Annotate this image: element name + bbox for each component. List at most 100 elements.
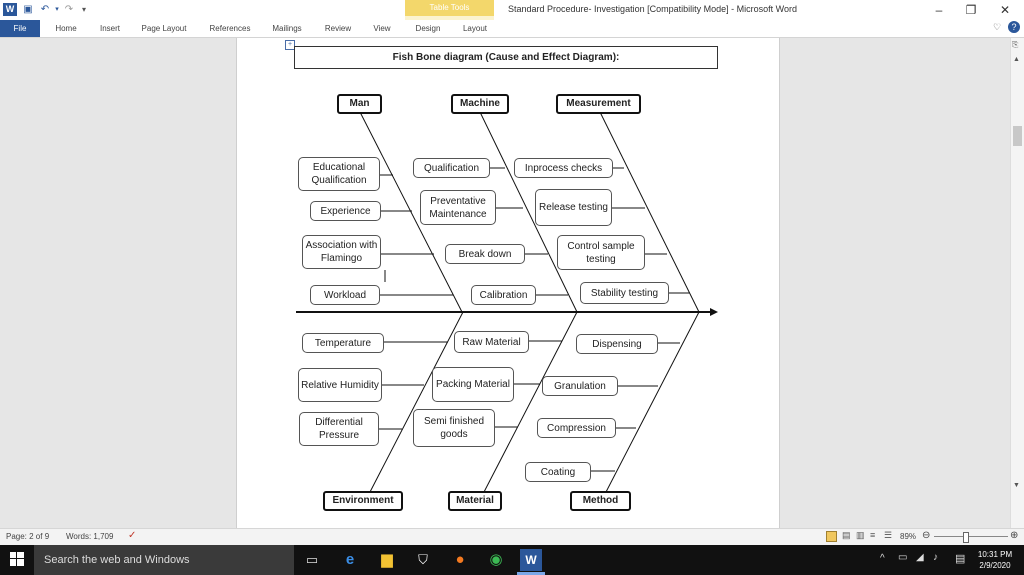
- action-center-icon[interactable]: ▤: [955, 553, 966, 565]
- word-count[interactable]: Words: 1,709: [66, 532, 114, 541]
- tab-home[interactable]: Home: [55, 24, 77, 33]
- category-method: Method: [570, 491, 631, 511]
- tab-insert[interactable]: Insert: [99, 24, 120, 33]
- table-move-handle-icon[interactable]: +: [285, 40, 295, 50]
- clock-time: 10:31 PM: [977, 550, 1013, 559]
- cause-environment-2: Relative Humidity: [298, 368, 382, 402]
- proofing-icon[interactable]: ✓: [128, 530, 137, 541]
- undo-icon[interactable]: ↶: [40, 4, 50, 15]
- zoom-slider[interactable]: [934, 536, 1008, 537]
- battery-icon[interactable]: ▭: [898, 552, 908, 563]
- cause-machine-2: Preventative Maintenance: [420, 190, 496, 225]
- redo-icon[interactable]: ↷: [64, 4, 74, 15]
- tab-file[interactable]: File: [0, 20, 40, 37]
- cause-method-3: Compression: [537, 418, 616, 438]
- ruler-toggle-icon[interactable]: ⎘: [1012, 40, 1019, 49]
- ribbon-tab-bar: [0, 20, 1024, 38]
- category-machine: Machine: [451, 94, 509, 114]
- volume-icon[interactable]: ♪: [933, 552, 938, 563]
- chrome-icon[interactable]: ◉: [489, 551, 503, 568]
- firefox-icon[interactable]: ●: [455, 551, 465, 568]
- clock-date: 2/9/2020: [979, 561, 1011, 570]
- page-indicator[interactable]: Page: 2 of 9: [6, 532, 50, 541]
- status-bar: Page: 2 of 9 Words: 1,709 ✓ ▤ ▥ ≡ ☰ 89% …: [0, 528, 1024, 545]
- cause-method-1: Dispensing: [576, 334, 658, 354]
- draft-icon[interactable]: ☰: [884, 530, 893, 540]
- wifi-icon[interactable]: ◢: [916, 552, 924, 563]
- cause-man-4: Workload: [310, 285, 380, 305]
- cause-man-1: Educational Qualification: [298, 157, 380, 191]
- minimize-button[interactable]: –: [935, 3, 943, 17]
- edge-icon[interactable]: e: [345, 551, 355, 568]
- task-view-icon[interactable]: ▭: [305, 552, 319, 567]
- tab-layout[interactable]: Layout: [462, 24, 488, 33]
- window-title: Standard Procedure- Investigation [Compa…: [508, 4, 797, 14]
- table-tools-label: Table Tools: [429, 3, 470, 12]
- undo-dropdown-icon[interactable]: ▾: [55, 6, 59, 13]
- tab-references[interactable]: References: [209, 24, 251, 33]
- save-icon[interactable]: ▣: [23, 4, 33, 15]
- close-button[interactable]: ✕: [999, 3, 1011, 17]
- store-icon[interactable]: ⛉: [418, 552, 428, 567]
- scroll-down-icon[interactable]: ▼: [1013, 482, 1020, 489]
- category-man: Man: [337, 94, 382, 114]
- category-environment: Environment: [323, 491, 403, 511]
- cause-man-2: Experience: [310, 201, 381, 221]
- ribbon-collapse-icon[interactable]: ♡: [993, 22, 1002, 32]
- rib-method: [605, 311, 700, 493]
- category-material: Material: [448, 491, 502, 511]
- taskbar-clock[interactable]: 10:31 PM 2/9/2020: [972, 549, 1018, 571]
- cause-method-4: Coating: [525, 462, 591, 482]
- cause-man-3: Association with Flamingo: [302, 235, 381, 269]
- cause-measurement-1: Inprocess checks: [514, 158, 613, 178]
- category-measurement: Measurement: [556, 94, 641, 114]
- spine-arrowhead: [710, 308, 718, 316]
- word-app-icon[interactable]: W: [3, 3, 17, 16]
- tab-mailings[interactable]: Mailings: [272, 24, 302, 33]
- rib-material: [483, 311, 578, 493]
- help-icon[interactable]: ?: [1008, 21, 1020, 33]
- zoom-in-icon[interactable]: ⊕: [1010, 530, 1019, 541]
- scroll-thumb[interactable]: [1013, 126, 1022, 146]
- zoom-out-icon[interactable]: ⊖: [922, 530, 931, 541]
- customize-toolbar-icon[interactable]: ▾: [81, 5, 86, 14]
- outline-icon[interactable]: ≡: [870, 530, 876, 540]
- active-app-indicator: [517, 572, 545, 575]
- cause-machine-4: Calibration: [471, 285, 536, 305]
- cause-measurement-4: Stability testing: [580, 282, 669, 304]
- cause-machine-3: Break down: [445, 244, 525, 264]
- cause-material-3: Semi finished goods: [413, 409, 495, 447]
- cause-measurement-3: Control sample testing: [557, 235, 645, 270]
- scroll-up-icon[interactable]: ▲: [1013, 56, 1020, 63]
- tab-page-layout[interactable]: Page Layout: [141, 24, 187, 33]
- fishbone-title: Fish Bone diagram (Cause and Effect Diag…: [294, 46, 718, 69]
- word-taskbar-icon[interactable]: W: [520, 549, 542, 571]
- file-explorer-icon[interactable]: ▆: [381, 551, 393, 568]
- taskbar-search-placeholder: Search the web and Windows: [44, 554, 190, 566]
- cause-environment-3: Differential Pressure: [299, 412, 379, 446]
- tray-overflow-icon[interactable]: ^: [880, 553, 885, 564]
- zoom-level[interactable]: 89%: [900, 532, 917, 541]
- cause-material-1: Raw Material: [454, 331, 529, 353]
- vertical-scrollbar[interactable]: ▲ ▼: [1010, 38, 1024, 528]
- print-layout-icon[interactable]: [826, 531, 837, 542]
- tab-view[interactable]: View: [373, 24, 391, 33]
- zoom-slider-thumb[interactable]: [963, 532, 969, 543]
- cause-measurement-2: Release testing: [535, 189, 612, 226]
- rib-man: [359, 111, 463, 313]
- windows-start-icon[interactable]: [10, 552, 24, 566]
- cause-machine-1: Qualification: [413, 158, 490, 178]
- rib-measurement: [599, 111, 700, 313]
- taskbar-search-box[interactable]: Search the web and Windows: [34, 545, 294, 575]
- cause-material-2: Packing Material: [432, 367, 514, 402]
- tab-review[interactable]: Review: [324, 24, 352, 33]
- tab-design[interactable]: Design: [415, 24, 441, 33]
- restore-button[interactable]: ❐: [965, 3, 977, 17]
- table-tools-header: Table Tools: [405, 0, 494, 16]
- read-mode-icon[interactable]: ▤: [842, 530, 851, 540]
- rib-machine: [479, 111, 578, 313]
- web-layout-icon[interactable]: ▥: [856, 530, 865, 540]
- cause-method-2: Granulation: [542, 376, 618, 396]
- title-bar: [0, 0, 1024, 20]
